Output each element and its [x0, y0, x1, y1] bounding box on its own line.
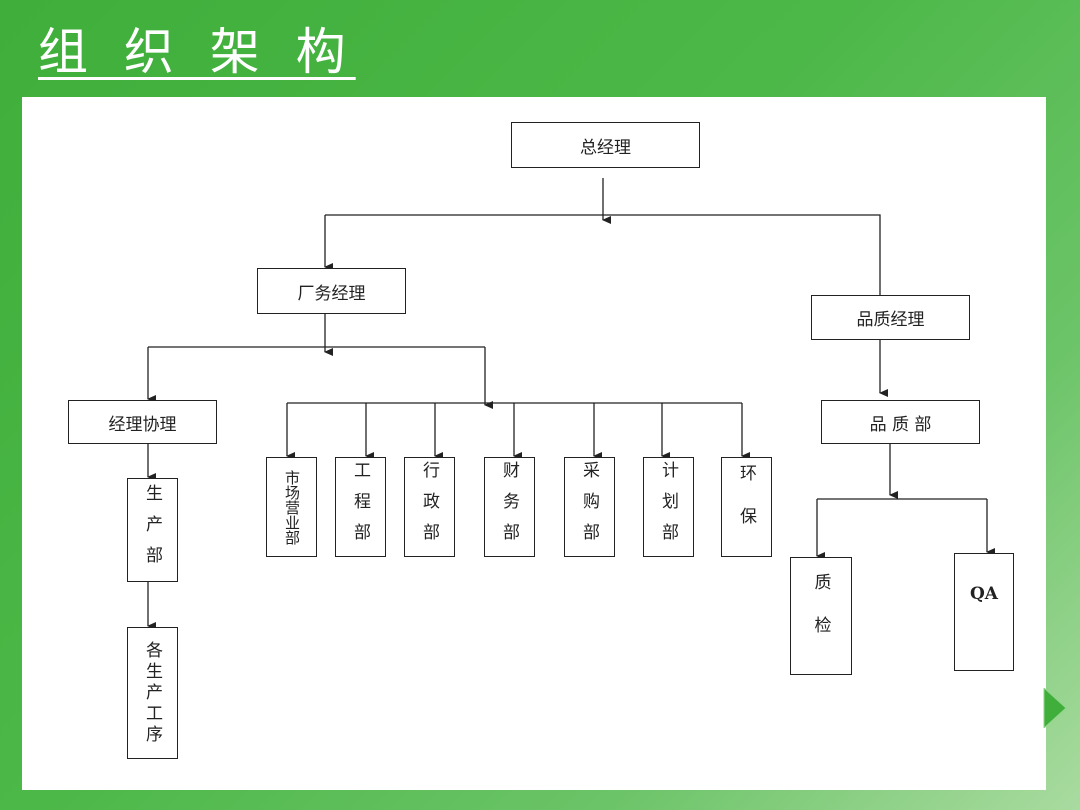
node-engineering-label: 工程部 — [350, 460, 370, 554]
node-admin-label: 行政部 — [419, 460, 439, 554]
node-quality-inspection: 质检 — [790, 557, 852, 675]
node-quality-inspection-label: 质检 — [810, 573, 831, 659]
node-engineering-department: 工程部 — [335, 457, 386, 557]
node-factory-manager: 厂务经理 — [257, 268, 406, 314]
node-production-label: 生产部 — [142, 483, 162, 577]
node-production-processes: 各生产工序 — [127, 627, 178, 759]
node-quality-department: 品 质 部 — [821, 400, 980, 444]
connector-lines — [147, 178, 995, 630]
node-marketing-label: 市场营业部 — [283, 469, 301, 545]
node-planning-department: 计划部 — [643, 457, 694, 557]
node-environmental: 环保 — [721, 457, 772, 557]
node-purchasing-department: 采购部 — [564, 457, 615, 557]
node-quality-manager: 品质经理 — [811, 295, 970, 340]
node-environmental-label: 环保 — [736, 464, 756, 550]
node-processes-label: 各生产工序 — [142, 640, 162, 746]
node-purchasing-label: 采购部 — [579, 460, 599, 554]
next-slide-arrow-icon[interactable] — [1040, 688, 1068, 728]
node-finance-label: 财务部 — [499, 460, 519, 554]
node-admin-department: 行政部 — [404, 457, 455, 557]
node-finance-department: 财务部 — [484, 457, 535, 557]
org-chart-panel: 总经理 厂务经理 品质经理 经理协理 品 质 部 生产部 各生产工序 市场营业部… — [22, 97, 1046, 790]
node-qa: QA — [954, 553, 1014, 671]
slide-title: 组 织 架 构 — [38, 23, 356, 81]
node-assistant-manager: 经理协理 — [68, 400, 217, 444]
node-production-department: 生产部 — [127, 478, 178, 582]
node-marketing-department: 市场营业部 — [266, 457, 317, 557]
node-planning-label: 计划部 — [658, 460, 678, 554]
node-general-manager: 总经理 — [511, 122, 700, 168]
